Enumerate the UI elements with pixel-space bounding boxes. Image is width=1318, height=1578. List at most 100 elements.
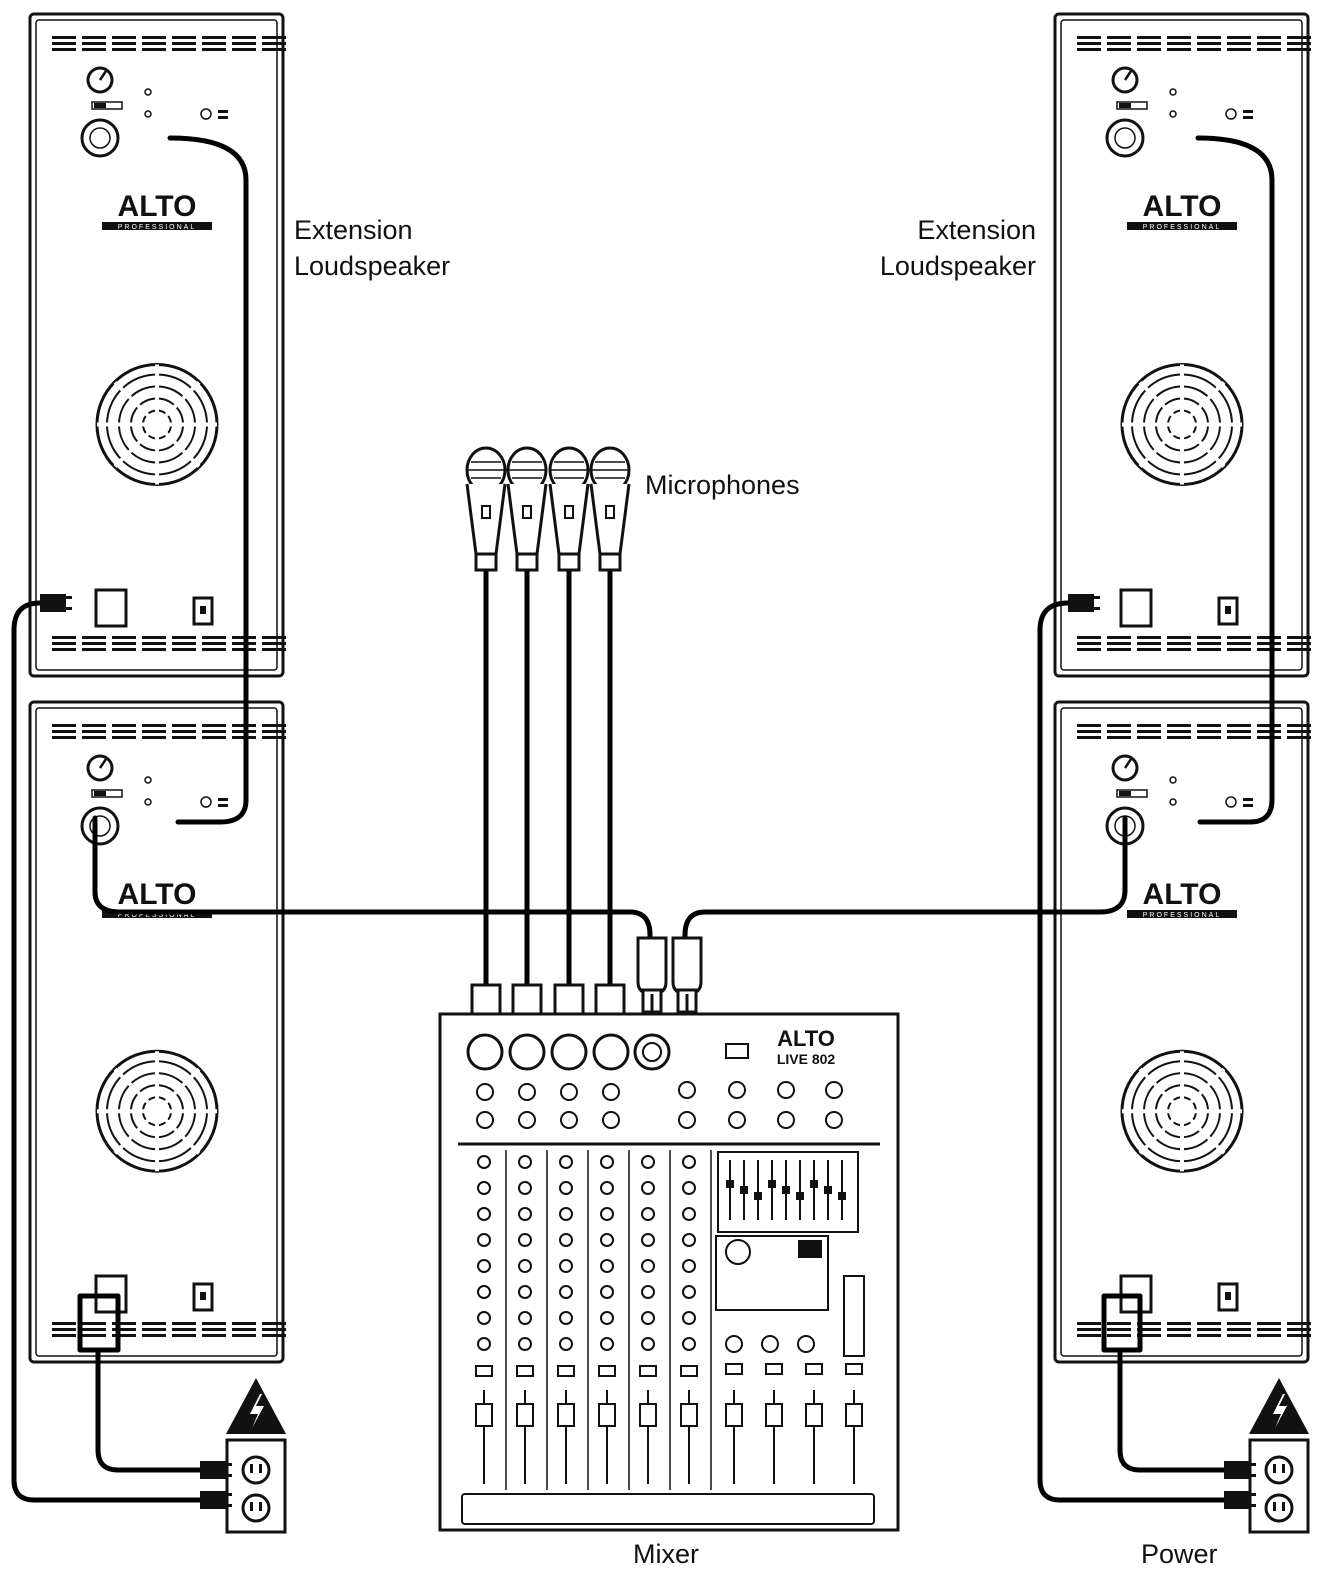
- vent-top: [262, 36, 286, 51]
- led-icon: [1225, 108, 1237, 120]
- channel-knob-icon: [682, 1259, 696, 1273]
- mixer-combo-jack: [633, 1033, 671, 1071]
- master-button: [725, 1363, 743, 1375]
- fan-grille-icon: [1120, 362, 1244, 487]
- warning-icon-left: [226, 1378, 286, 1434]
- channel-knob-icon: [641, 1233, 655, 1247]
- label-extension-left-line2: Loudspeaker: [294, 251, 451, 281]
- xlr-input-jack: [80, 118, 120, 158]
- vent-bottom: [52, 1322, 76, 1337]
- switch-icon: [91, 789, 123, 798]
- fader-cap: [598, 1403, 616, 1427]
- mixer-model: LIVE 802: [777, 1051, 836, 1067]
- label-bar: [218, 804, 228, 807]
- vent-top: [1107, 36, 1131, 51]
- microphone-3-icon: [548, 446, 590, 572]
- label-bar: [218, 116, 228, 119]
- channel-knob-icon: [559, 1285, 573, 1299]
- channel-knob-icon: [559, 1207, 573, 1221]
- speaker-cabinet: [28, 12, 285, 678]
- channel-button: [516, 1365, 534, 1377]
- label-extension-left-line1: Extension: [294, 215, 413, 245]
- led-icon: [200, 796, 212, 808]
- mixer-trs-jack: [825, 1111, 843, 1129]
- label-extension-loudspeaker-left: Extension Loudspeaker: [294, 212, 450, 284]
- vent-bottom: [1257, 636, 1281, 651]
- vent-top: [1077, 724, 1101, 739]
- warning-icon-right: [1249, 1378, 1309, 1434]
- vent-top: [142, 36, 166, 51]
- fader-cap: [516, 1403, 534, 1427]
- channel-knob-icon: [518, 1207, 532, 1221]
- main-out-cable-right: [682, 815, 1128, 943]
- knob-pointer: [98, 70, 108, 81]
- power-switch-rocker: [200, 606, 206, 614]
- speaker-sublogo-bar: [1127, 222, 1237, 230]
- channel-knob-icon: [518, 1337, 532, 1351]
- fader-cap: [557, 1403, 575, 1427]
- power-switch-rocker: [200, 1292, 206, 1300]
- channel-knob-icon: [682, 1181, 696, 1195]
- label-bar: [1243, 110, 1253, 113]
- switch-icon: [1116, 789, 1148, 798]
- label-extension-right-line1: Extension: [917, 215, 1036, 245]
- mixer-trs-jack: [602, 1111, 620, 1129]
- mixer-xlr-jack-2: [508, 1033, 546, 1071]
- vent-bottom: [1197, 636, 1221, 651]
- fan-grille-icon: [1120, 1049, 1244, 1174]
- vent-top: [52, 724, 76, 739]
- channel-knob-icon: [600, 1259, 614, 1273]
- speaker-sublogo-bar: [102, 222, 212, 230]
- mixer-trs-jack: [602, 1083, 620, 1101]
- mixer-combo-jack-inner: [642, 1042, 662, 1062]
- usb-port-icon: [725, 1043, 749, 1059]
- speaker-cabinet: [1053, 700, 1310, 1364]
- vent-bottom: [112, 636, 136, 651]
- vent-bottom: [172, 1322, 196, 1337]
- vent-bottom: [232, 1322, 256, 1337]
- channel-knob-icon: [559, 1233, 573, 1247]
- vent-top: [1137, 36, 1161, 51]
- vent-top: [1257, 724, 1281, 739]
- vent-bottom: [1287, 636, 1311, 651]
- switch-icon: [91, 101, 123, 110]
- switch-lever: [1119, 103, 1131, 108]
- speaker-sublogo: PROFESSIONAL: [1143, 912, 1221, 919]
- link-cable-left: [167, 135, 249, 825]
- vent-top: [1197, 36, 1221, 51]
- mixer-front-lip: [461, 1493, 875, 1525]
- master-button: [765, 1363, 783, 1375]
- mixer-trs-jack: [728, 1111, 746, 1129]
- vent-top: [1167, 724, 1191, 739]
- vent-top: [142, 724, 166, 739]
- speaker-cabinet-inner: [1060, 19, 1303, 671]
- channel-knob-icon: [559, 1259, 573, 1273]
- label-bar: [1243, 798, 1253, 801]
- channel-knob-icon: [477, 1207, 491, 1221]
- channel-knob-icon: [518, 1181, 532, 1195]
- knob-pointer: [98, 758, 108, 769]
- vent-bottom: [52, 636, 76, 651]
- label-bar: [218, 110, 228, 113]
- ac-inlet-icon: [94, 588, 128, 628]
- channel-knob-icon: [518, 1233, 532, 1247]
- channel-knob-icon: [477, 1181, 491, 1195]
- label-bar: [1243, 116, 1253, 119]
- vent-bottom: [262, 1322, 286, 1337]
- eq-slider-cap: [838, 1192, 846, 1200]
- mixer-trs-jack: [560, 1083, 578, 1101]
- vent-bottom: [1287, 1322, 1311, 1337]
- channel-knob-icon: [559, 1337, 573, 1351]
- master-fader-cap: [845, 1403, 863, 1427]
- channel-knob-icon: [600, 1207, 614, 1221]
- vent-top: [1107, 724, 1131, 739]
- channel-knob-icon: [477, 1155, 491, 1169]
- eq-slider-cap: [782, 1186, 790, 1194]
- speaker-logo: ALTO: [1143, 878, 1222, 911]
- vent-bottom: [1077, 636, 1101, 651]
- master-button: [845, 1363, 863, 1375]
- vent-bottom: [1167, 636, 1191, 651]
- speaker-cabinet-inner: [1060, 707, 1303, 1357]
